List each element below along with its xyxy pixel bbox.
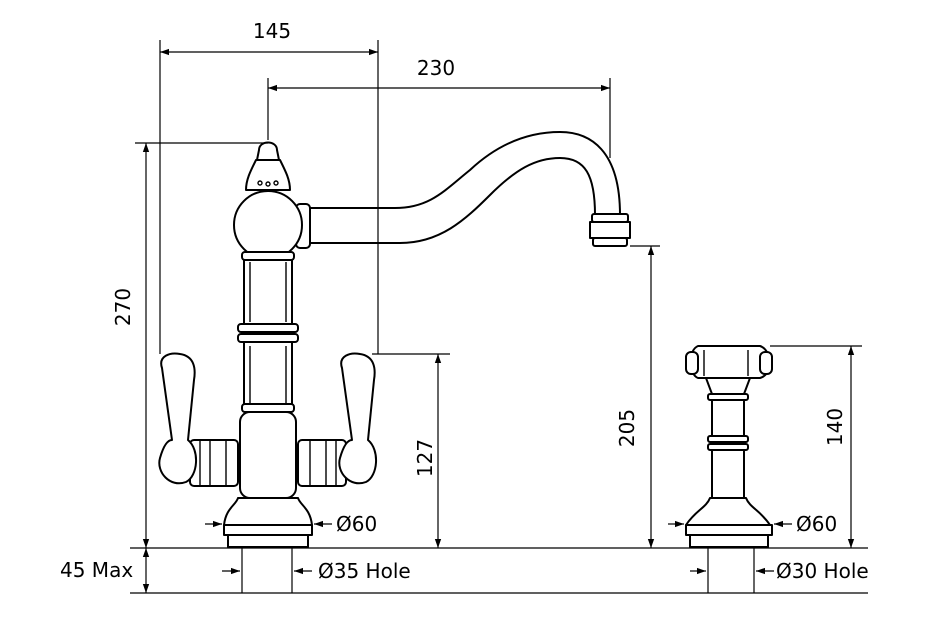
dim-270-label: 270 — [111, 288, 135, 326]
dim-145-label: 145 — [253, 19, 291, 43]
mixer-tap — [158, 131, 631, 548]
dim-205-label: 205 — [615, 409, 639, 447]
dimension-labels: 145 230 270 127 205 140 Ø60 Ø35 Hole Ø60… — [60, 19, 869, 583]
tap-hole-label: Ø35 Hole — [318, 559, 411, 583]
right-lever — [338, 352, 377, 485]
deck-thickness-label: 45 Max — [60, 558, 133, 582]
spout — [299, 131, 621, 244]
tap-base-diameter-label: Ø60 — [336, 512, 377, 536]
dim-140-label: 140 — [823, 408, 847, 446]
spray-hole-label: Ø30 Hole — [776, 559, 869, 583]
side-spray — [685, 345, 773, 548]
spray-base-diameter-label: Ø60 — [796, 512, 837, 536]
left-lever — [158, 352, 197, 485]
dimension-lines — [135, 40, 862, 593]
dim-230-label: 230 — [417, 56, 455, 80]
dim-127-label: 127 — [413, 439, 437, 477]
